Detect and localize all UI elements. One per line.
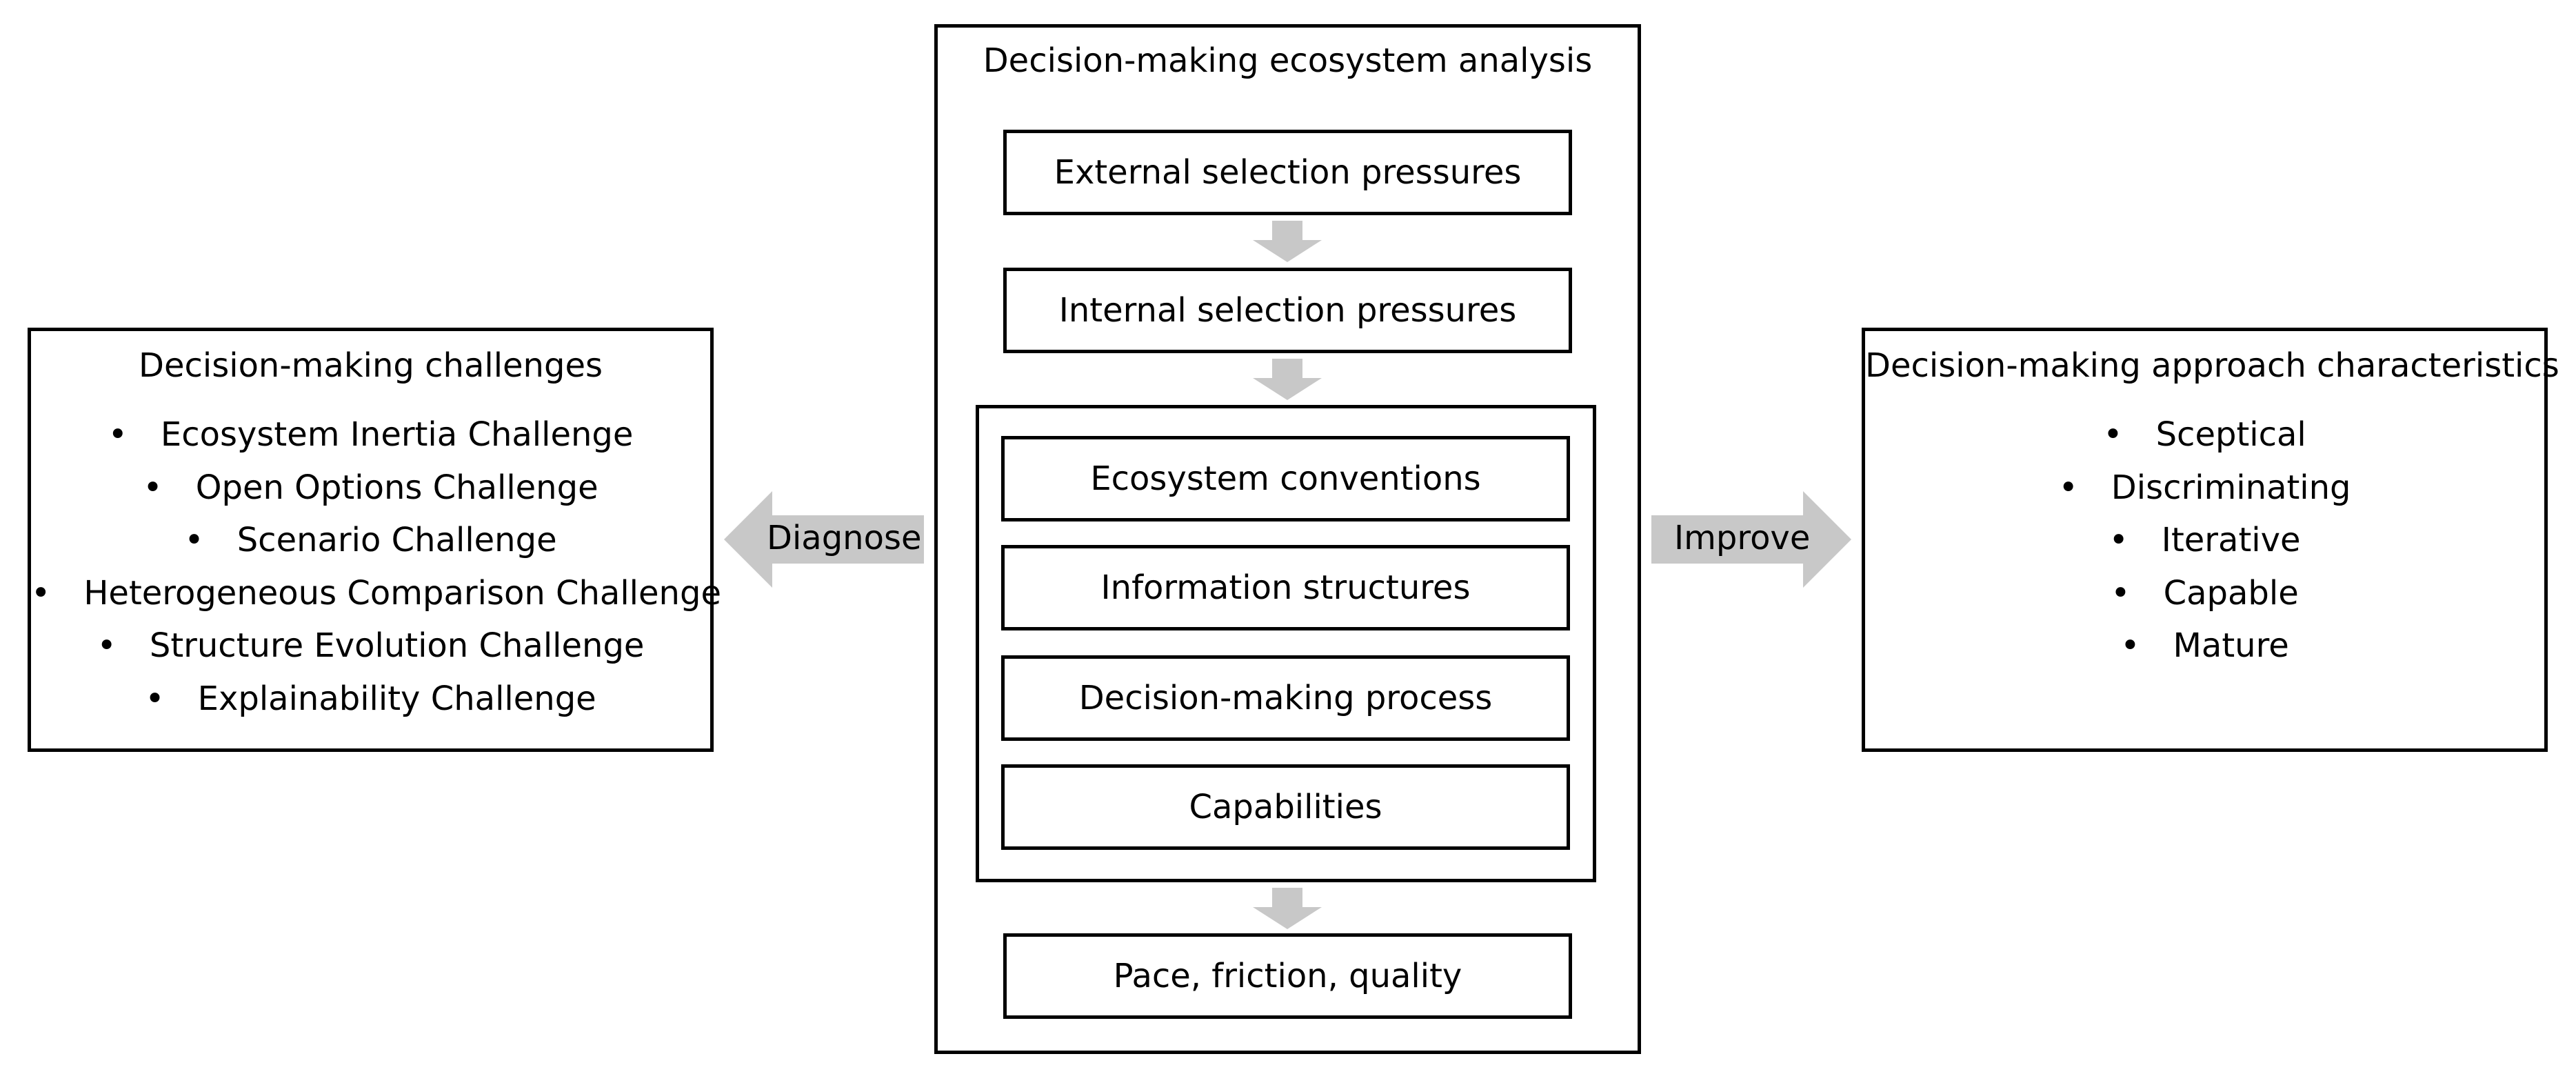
improve-arrow-icon <box>1651 491 1851 588</box>
list-item: •Scenario Challenge <box>31 514 710 567</box>
down-arrow-shape <box>1253 359 1322 400</box>
characteristics-list: •Sceptical •Discriminating •Iterative •C… <box>1865 408 2544 673</box>
characteristics-title: Decision-making approach characteristics <box>1865 346 2559 385</box>
challenges-title: Decision-making challenges <box>139 346 603 385</box>
challenges-box: Decision-making challenges •Ecosystem In… <box>28 328 721 752</box>
bullet-icon: • <box>184 521 204 559</box>
diagnose-arrow-shape <box>724 491 924 588</box>
list-item: •Capable <box>1865 567 2544 620</box>
information-structures-box: Information structures <box>1001 545 1570 630</box>
down-arrow-shape <box>1253 221 1322 262</box>
list-item: •Structure Evolution Challenge <box>31 619 710 673</box>
down-arrow-icon <box>1253 359 1322 400</box>
bullet-icon: • <box>143 468 163 507</box>
ecosystem-analysis-title: Decision-making ecosystem analysis <box>983 41 1593 80</box>
bullet-icon: • <box>145 679 165 718</box>
list-item: •Mature <box>1865 619 2544 673</box>
capabilities-box: Capabilities <box>1001 764 1570 850</box>
bullet-icon: • <box>2111 573 2131 613</box>
down-arrow-icon <box>1253 221 1322 262</box>
list-item: •Discriminating <box>1865 461 2544 515</box>
improve-arrow-shape <box>1651 491 1851 588</box>
bullet-icon: • <box>97 626 117 665</box>
bullet-icon: • <box>2103 415 2123 454</box>
ecosystem-conventions-box: Ecosystem conventions <box>1001 436 1570 521</box>
bullet-icon: • <box>31 573 51 613</box>
decision-process-box: Decision-making process <box>1001 655 1570 741</box>
external-pressures-box: External selection pressures <box>1003 130 1572 215</box>
improve-label: Improve <box>1674 519 1811 557</box>
down-arrow-shape <box>1253 888 1322 929</box>
list-item: •Iterative <box>1865 514 2544 567</box>
bullet-icon: • <box>2120 626 2140 665</box>
internal-pressures-box: Internal selection pressures <box>1003 268 1572 353</box>
bullet-icon: • <box>2109 521 2129 559</box>
list-item: •Explainability Challenge <box>31 673 710 726</box>
list-item: •Ecosystem Inertia Challenge <box>31 408 710 461</box>
bullet-icon: • <box>2058 468 2078 507</box>
diagnose-label: Diagnose <box>767 519 922 557</box>
outcome-box: Pace, friction, quality <box>1003 933 1572 1019</box>
list-item: •Sceptical <box>1865 408 2544 461</box>
diagnose-arrow-icon <box>724 491 924 588</box>
characteristics-box: Decision-making approach characteristics… <box>1862 328 2559 752</box>
challenges-list: •Ecosystem Inertia Challenge •Open Optio… <box>31 408 721 726</box>
bullet-icon: • <box>108 415 128 454</box>
list-item: •Heterogeneous Comparison Challenge <box>31 567 721 620</box>
down-arrow-icon <box>1253 888 1322 929</box>
list-item: •Open Options Challenge <box>31 461 710 515</box>
